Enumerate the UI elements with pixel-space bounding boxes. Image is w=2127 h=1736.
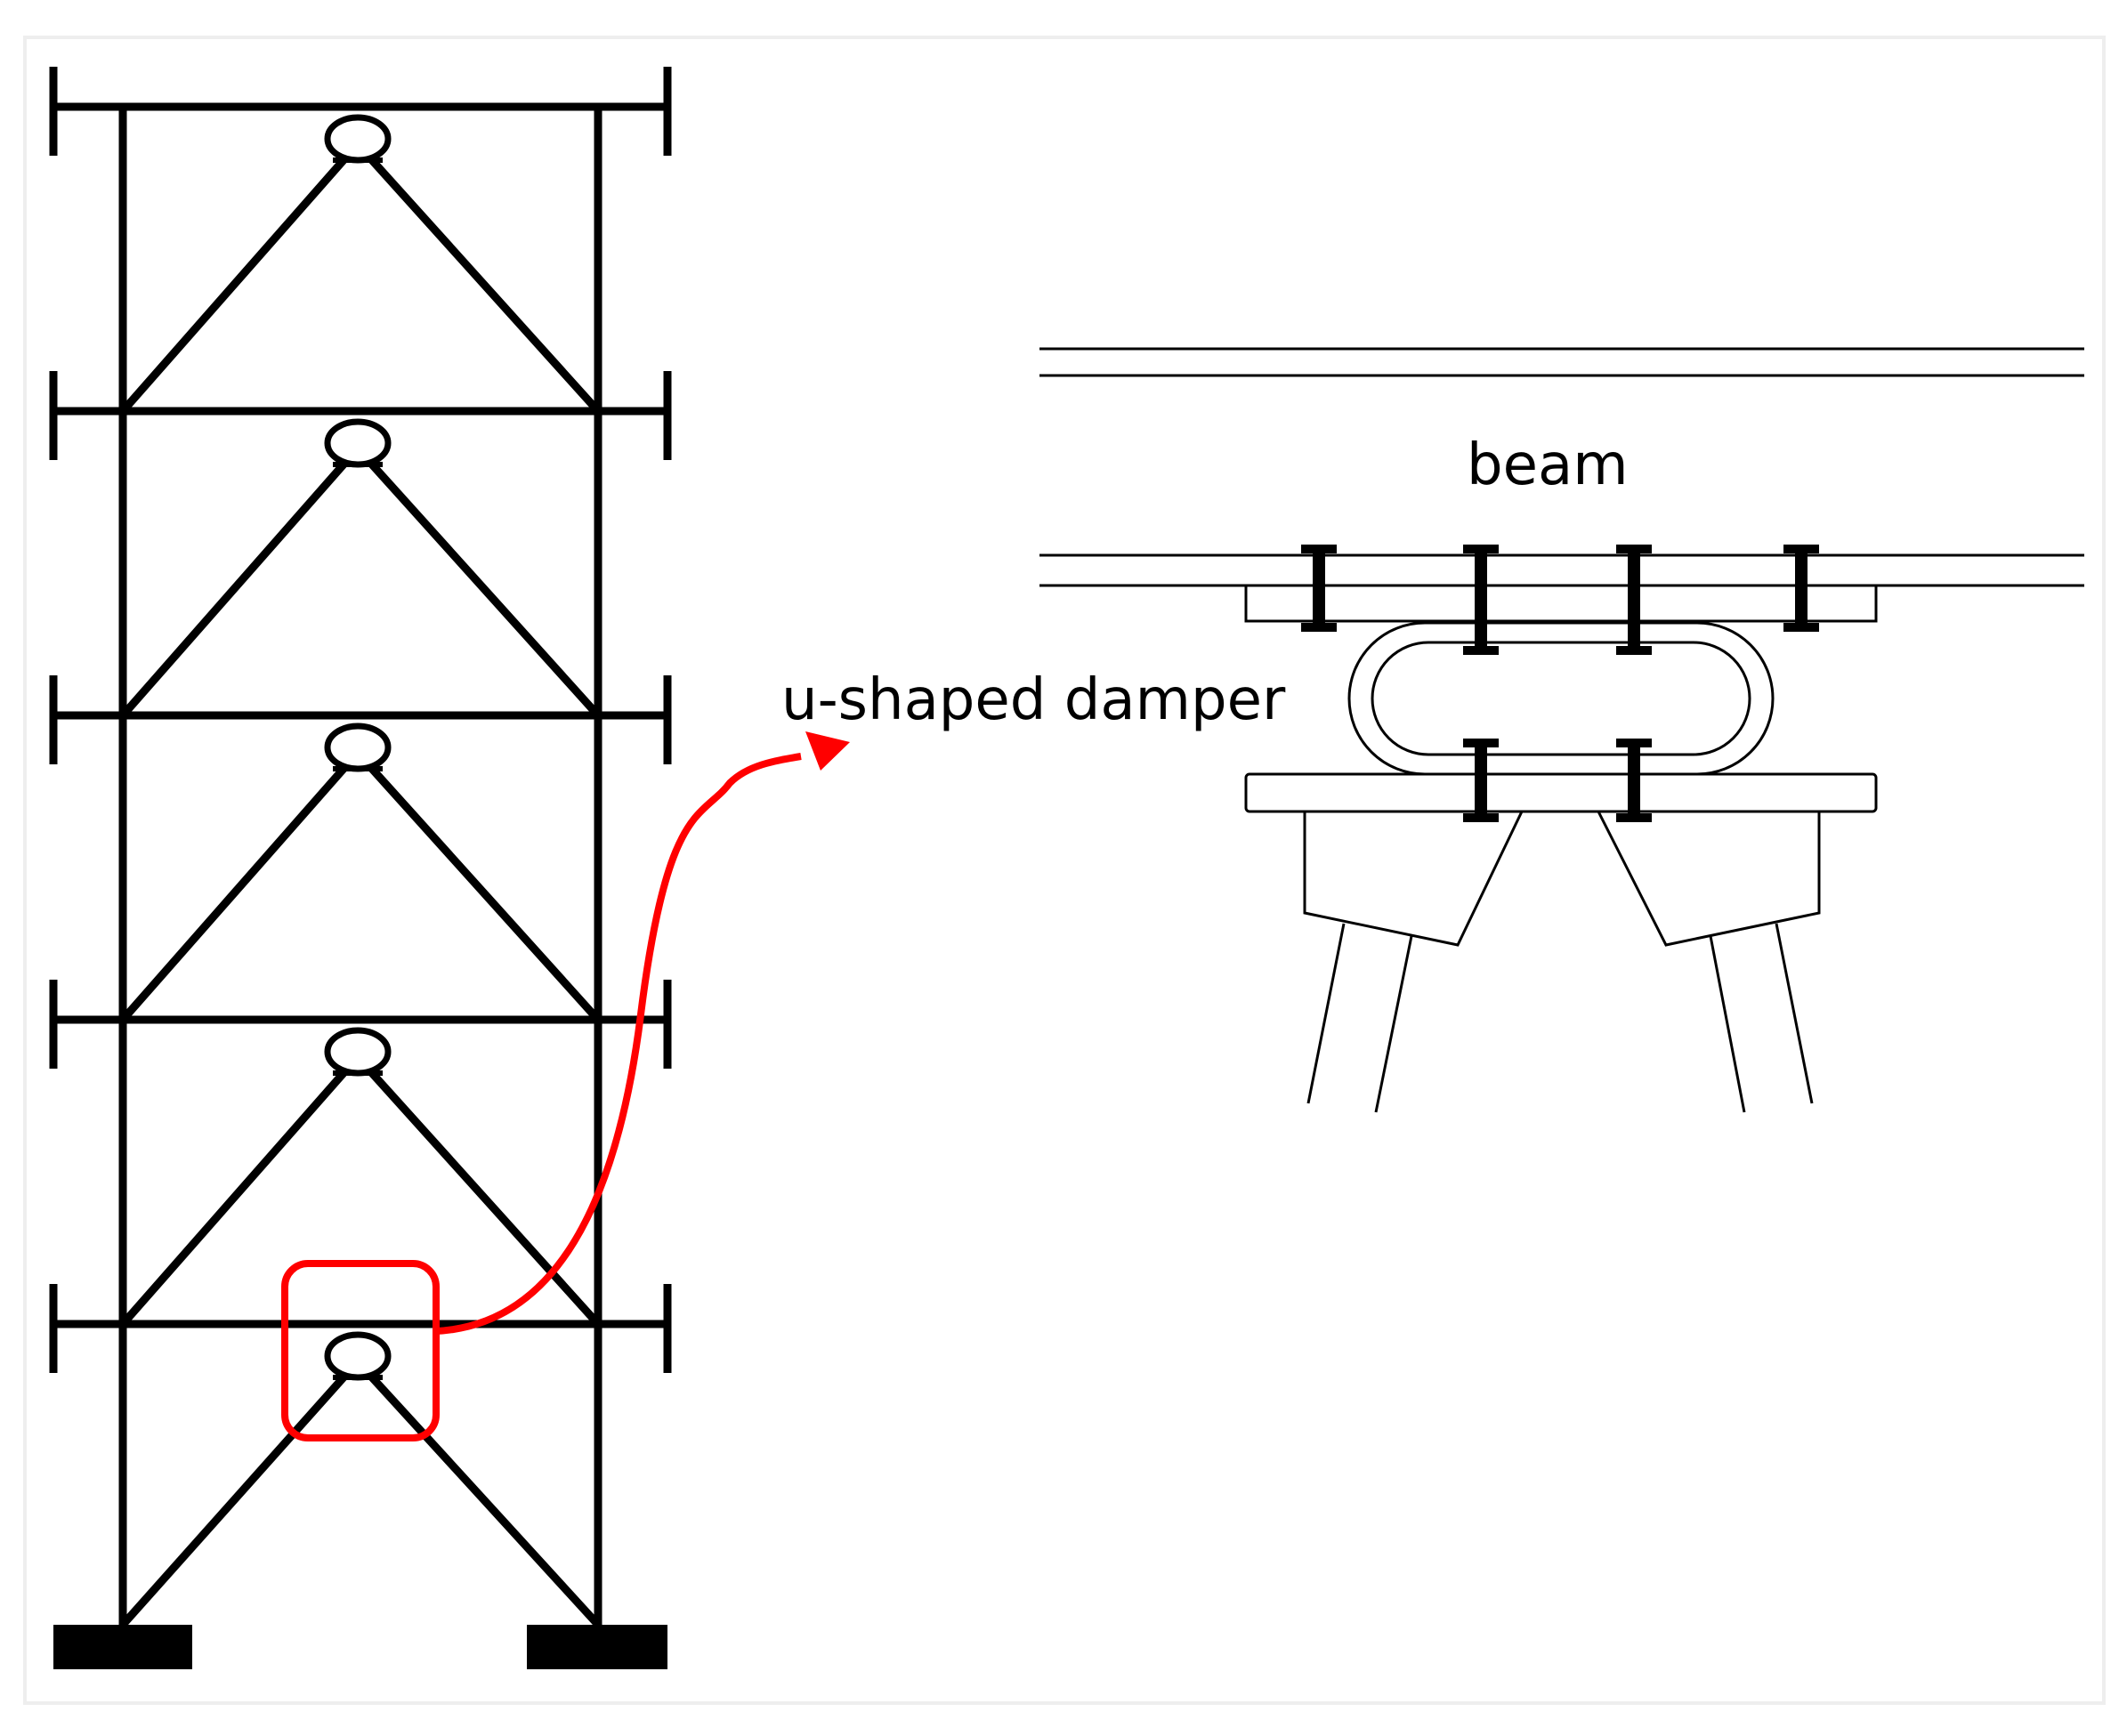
bolt-shank — [1795, 548, 1808, 628]
beam-label: beam — [1467, 432, 1629, 498]
bolt-nut — [1616, 646, 1652, 655]
brace-right-5 — [368, 1374, 602, 1628]
braced-frame — [49, 67, 672, 1635]
bolt-nut — [1301, 623, 1337, 632]
bolt-head — [1463, 545, 1499, 553]
bolt-shank — [1628, 548, 1640, 651]
bolt-nut — [1616, 813, 1652, 822]
bolt-head — [1463, 739, 1499, 747]
brace-left-2 — [119, 462, 347, 718]
right-base-support — [527, 1625, 667, 1669]
brace-right-3 — [368, 765, 602, 1023]
bolt-shank — [1475, 548, 1487, 651]
bolt-shank — [1313, 548, 1325, 628]
u-damper-inner — [1371, 641, 1751, 756]
brace-right-2 — [368, 461, 602, 719]
bolt-group — [1301, 545, 1819, 822]
bolt-nut — [1463, 646, 1499, 655]
brace-right-1 — [368, 157, 602, 415]
bolt-head — [1616, 739, 1652, 747]
left-brace-line-b — [1374, 935, 1413, 1113]
bolt — [1301, 545, 1337, 632]
brace-right-4 — [368, 1070, 602, 1328]
right-brace-line-a — [1709, 935, 1746, 1113]
bolt-nut — [1463, 813, 1499, 822]
bolt — [1463, 545, 1499, 655]
left-base-support — [53, 1625, 192, 1669]
right-brace-line-b — [1775, 923, 1814, 1104]
detail-view — [1039, 347, 2084, 1113]
bolt-head — [1301, 545, 1337, 553]
left-brace-line-a — [1306, 923, 1346, 1104]
callout-arrowhead — [805, 731, 850, 771]
bolt-shank — [1628, 742, 1640, 819]
damper-label: u-shaped damper — [781, 667, 1286, 733]
bolt — [1616, 545, 1652, 655]
brace-left-3 — [119, 766, 347, 1022]
callout-arrow — [435, 753, 802, 1335]
left-gusset — [1303, 810, 1524, 947]
brace-left-1 — [119, 157, 347, 414]
bolt-head — [1616, 545, 1652, 553]
figure-panel — [23, 36, 2106, 1705]
bolt-nut — [1783, 623, 1819, 632]
brace-left-5 — [119, 1375, 347, 1627]
bolt-shank — [1475, 742, 1487, 819]
upper-connection-plate — [1244, 585, 1878, 623]
highlight-box — [281, 1260, 440, 1441]
bolt — [1783, 545, 1819, 632]
brace-left-4 — [119, 1070, 347, 1327]
lower-connection-plate — [1244, 772, 1878, 813]
bolt — [1463, 739, 1499, 822]
right-gusset — [1596, 810, 1821, 947]
bolt — [1616, 739, 1652, 822]
bolt-head — [1783, 545, 1819, 553]
